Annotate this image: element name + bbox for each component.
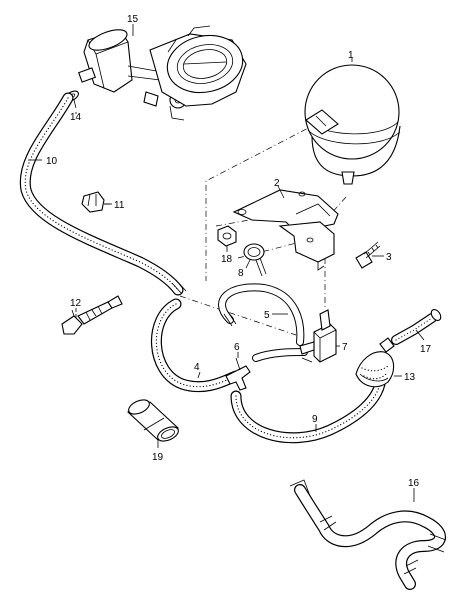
part-11-connector — [81, 191, 112, 213]
callout-7: 7 — [342, 342, 348, 353]
callout-16: 16 — [408, 478, 420, 489]
part-16-formed-hose — [289, 479, 447, 590]
part-18-nut — [217, 225, 237, 252]
part-12-check-valve — [61, 295, 123, 335]
leader-lines — [28, 24, 425, 432]
callout-17: 17 — [420, 344, 432, 355]
callout-14: 14 — [70, 112, 82, 123]
part-13-filter — [355, 337, 402, 388]
callout-11: 11 — [114, 200, 125, 211]
callout-6: 6 — [234, 342, 240, 353]
callout-2: 2 — [274, 178, 280, 189]
callout-1: 1 — [348, 50, 354, 61]
callout-10: 10 — [46, 156, 58, 167]
callout-9: 9 — [312, 414, 318, 425]
callout-5: 5 — [264, 310, 270, 321]
callout-19: 19 — [152, 452, 164, 463]
callout-12: 12 — [70, 298, 82, 309]
callout-15: 15 — [127, 14, 139, 25]
callout-3: 3 — [386, 252, 392, 263]
callout-8: 8 — [238, 268, 244, 279]
callout-4: 4 — [194, 362, 200, 373]
part-15-throttle-body — [78, 25, 247, 121]
part-19-sleeve — [127, 399, 179, 448]
part-6-t-connector — [225, 352, 251, 391]
hoses — [19, 92, 442, 444]
callout-18: 18 — [221, 254, 233, 265]
part-3-screw — [355, 241, 384, 269]
part-2-bracket — [232, 185, 339, 271]
callout-13: 13 — [404, 372, 416, 383]
part-1-vacuum-reservoir — [304, 58, 401, 185]
callouts: 15 14 1 10 2 11 18 3 8 12 5 6 7 17 4 13 … — [46, 14, 432, 489]
part-8-hose-clamp — [243, 243, 267, 277]
part-7-solenoid-valve — [299, 309, 340, 363]
